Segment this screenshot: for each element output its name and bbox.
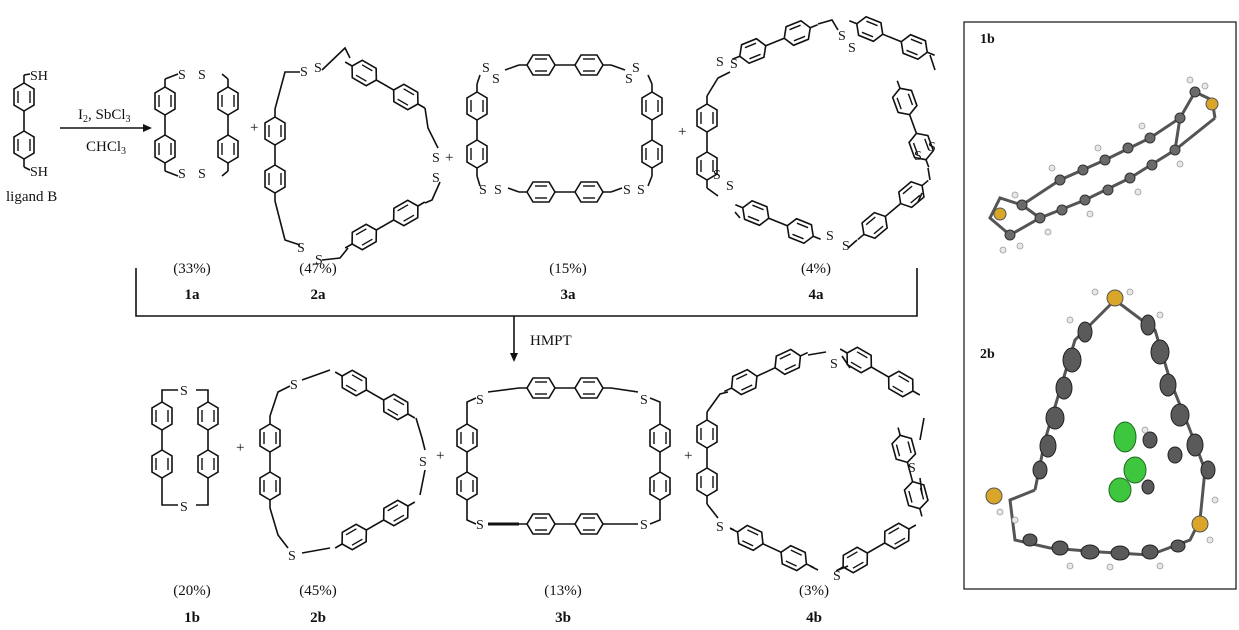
s-atom: S bbox=[826, 229, 834, 244]
compound-label-4a: 4a bbox=[809, 287, 825, 303]
yield-3a: (15%) bbox=[549, 261, 587, 277]
chlorine-atom bbox=[1108, 477, 1132, 503]
ligand-b-label: ligand B bbox=[6, 189, 57, 205]
s-atom: S bbox=[198, 68, 206, 83]
s-atom: S bbox=[494, 183, 502, 198]
structure-4b: S S S S bbox=[697, 340, 932, 584]
ligand-b-structure: SH SH ligand B bbox=[6, 69, 57, 205]
s-atom: S bbox=[625, 72, 633, 87]
s-atom: S bbox=[914, 149, 922, 164]
s-atom: S bbox=[290, 378, 298, 393]
compound-label-1b: 1b bbox=[184, 610, 200, 626]
s-atom: S bbox=[716, 520, 724, 535]
compound-label-3a: 3a bbox=[561, 287, 577, 303]
yield-1a: (33%) bbox=[173, 261, 211, 277]
s-atom: S bbox=[730, 57, 738, 72]
conditions-solvent: CHCl3 bbox=[86, 139, 126, 157]
s-atom: S bbox=[178, 167, 186, 182]
s-atom: S bbox=[315, 253, 323, 268]
s-atom: S bbox=[928, 140, 936, 155]
yield-2a: (47%) bbox=[299, 261, 337, 277]
structure-3a: S S S S S S S S bbox=[467, 55, 662, 202]
s-atom: S bbox=[288, 549, 296, 564]
s-atom: S bbox=[848, 41, 856, 56]
compound-label-2b: 2b bbox=[310, 610, 326, 626]
compound-label-2a: 2a bbox=[311, 287, 327, 303]
s-atom: S bbox=[716, 55, 724, 70]
s-atom: S bbox=[842, 239, 850, 254]
conversion-bracket: HMPT bbox=[135, 268, 918, 362]
structure-3b: S S S S bbox=[457, 378, 670, 534]
sulfur-atom bbox=[985, 487, 1003, 505]
plus-sign: + bbox=[250, 120, 258, 136]
s-atom: S bbox=[637, 183, 645, 198]
structure-1a: S S S S bbox=[155, 68, 238, 182]
s-atom: S bbox=[833, 569, 841, 584]
s-atom: S bbox=[640, 518, 648, 533]
s-atom: S bbox=[640, 393, 648, 408]
yield-3b: (13%) bbox=[544, 583, 582, 599]
s-atom: S bbox=[482, 61, 490, 76]
sulfur-atom bbox=[1191, 515, 1209, 533]
structure-1b: S S bbox=[152, 384, 218, 515]
crystal-structure-1b bbox=[988, 76, 1219, 254]
thiol-top-label: SH bbox=[30, 69, 48, 84]
structure-2a: S S S S S S bbox=[265, 46, 441, 268]
s-atom: S bbox=[432, 171, 440, 186]
s-atom: S bbox=[492, 72, 500, 87]
s-atom: S bbox=[838, 29, 846, 44]
conditions-iodine: I2, SbCl3 bbox=[78, 107, 131, 125]
s-atom: S bbox=[314, 61, 322, 76]
s-atom: S bbox=[623, 183, 631, 198]
plus-sign: + bbox=[436, 448, 444, 464]
carbon-atom bbox=[1141, 479, 1155, 495]
yield-1b: (20%) bbox=[173, 583, 211, 599]
structure-2b: S S S bbox=[260, 363, 427, 564]
s-atom: S bbox=[476, 518, 484, 533]
sulfur-atom bbox=[1205, 97, 1219, 111]
hmpt-reagent-label: HMPT bbox=[530, 333, 572, 349]
s-atom: S bbox=[476, 393, 484, 408]
yield-4a: (4%) bbox=[801, 261, 831, 277]
s-atom: S bbox=[297, 241, 305, 256]
s-atom: S bbox=[632, 61, 640, 76]
plus-sign: + bbox=[684, 448, 692, 464]
sulfur-atom bbox=[993, 207, 1007, 221]
plus-sign: + bbox=[445, 150, 453, 166]
s-atom: S bbox=[178, 68, 186, 83]
s-atom: S bbox=[713, 168, 721, 183]
s-atom: S bbox=[419, 455, 427, 470]
xray-label-1b: 1b bbox=[980, 32, 995, 47]
chlorine-atom bbox=[1113, 421, 1137, 453]
compound-label-4b: 4b bbox=[806, 610, 822, 626]
s-atom: S bbox=[180, 384, 188, 399]
sulfur-atom bbox=[1106, 289, 1124, 307]
s-atom: S bbox=[726, 179, 734, 194]
chlorine-atom bbox=[1123, 456, 1147, 484]
s-atom: S bbox=[908, 461, 916, 476]
reaction-arrow-1: I2, SbCl3 CHCl3 bbox=[60, 107, 152, 157]
s-atom: S bbox=[180, 500, 188, 515]
crystal-structure-2b bbox=[985, 288, 1219, 571]
xray-label-2b: 2b bbox=[980, 347, 995, 362]
compound-label-3b: 3b bbox=[555, 610, 571, 626]
s-atom: S bbox=[830, 357, 838, 372]
s-atom: S bbox=[432, 151, 440, 166]
s-atom: S bbox=[479, 183, 487, 198]
yield-2b: (45%) bbox=[299, 583, 337, 599]
s-atom: S bbox=[300, 65, 308, 80]
xray-structures-panel: 1b 2b bbox=[963, 21, 1237, 590]
yield-4b: (3%) bbox=[799, 583, 829, 599]
thiol-bottom-label: SH bbox=[30, 165, 48, 180]
compound-label-1a: 1a bbox=[185, 287, 201, 303]
plus-sign: + bbox=[678, 124, 686, 140]
plus-sign: + bbox=[236, 440, 244, 456]
s-atom: S bbox=[198, 167, 206, 182]
structure-4a: S S S S S S S S S S bbox=[697, 11, 938, 254]
